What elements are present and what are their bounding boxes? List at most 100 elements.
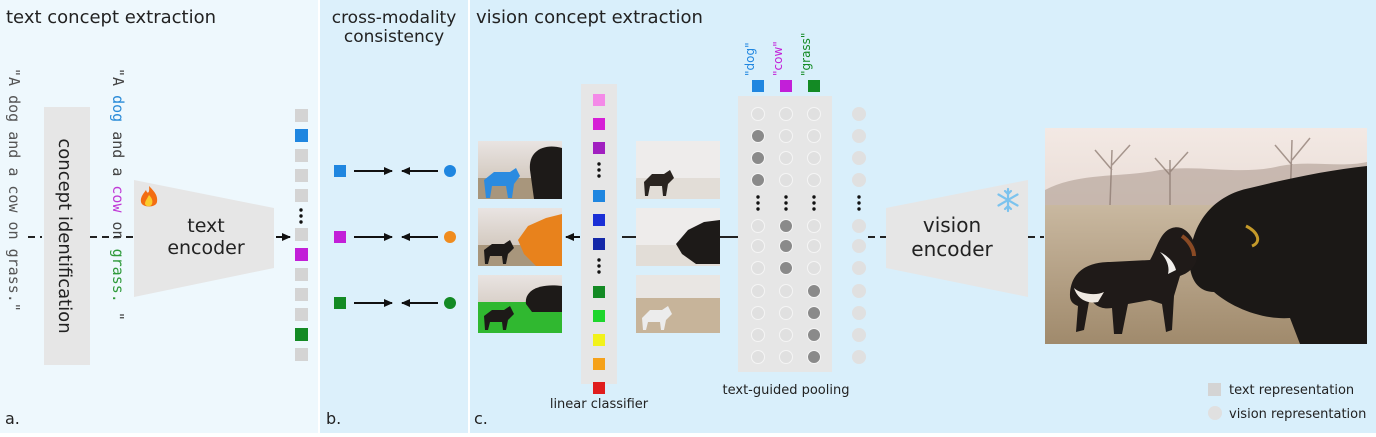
panel-a-letter: a. (5, 409, 20, 428)
classifier-cell-bottom-5 (593, 334, 605, 346)
pooling-cell-0-10 (751, 328, 765, 342)
pooling-cell-2-1 (807, 129, 821, 143)
attention-map-dog (636, 141, 720, 199)
vision-token-8 (852, 284, 866, 298)
caption-word-on: on (109, 222, 127, 240)
legend-vision-rep-swatch (1208, 406, 1222, 420)
pooling-cell-2-6 (807, 239, 821, 253)
vision-token-0 (852, 107, 866, 121)
consistency-text-token-1 (334, 231, 346, 243)
vision-token-2 (852, 151, 866, 165)
classifier-ellipsis-1-dot-1 (597, 168, 601, 172)
caption-word-dog: dog (109, 95, 127, 122)
text-encoder-label-line2: encoder (167, 237, 245, 259)
concept-label-1: "cow" (771, 41, 785, 76)
text-token-0 (295, 109, 308, 122)
caption-colored: "A dog and a cow on grass. " (109, 68, 127, 321)
panel-c-letter: c. (474, 409, 488, 428)
pooling-cell-1-3 (779, 173, 793, 187)
vision-token-column (852, 107, 866, 364)
pooling-cell-1-10 (779, 328, 793, 342)
consistency-text-token-0 (334, 165, 346, 177)
pooling-ellipsis-2-dot-0 (812, 195, 816, 199)
classifier-ellipsis-1-dot-2 (597, 174, 601, 178)
consistency-rows (334, 165, 456, 309)
legend-text-rep-swatch (1208, 383, 1221, 396)
consistency-vision-token-0 (444, 165, 456, 177)
segmentation-output-dog (478, 141, 562, 199)
pooling-cell-1-8 (779, 284, 793, 298)
pooling-cell-0-11 (751, 350, 765, 364)
pooling-ellipsis-0-dot-1 (756, 201, 760, 205)
vision-encoder-label-line1: vision (923, 213, 981, 237)
concept-identification-label: concept identification (54, 138, 75, 333)
pooling-cell-0-0 (751, 107, 765, 121)
panel-b-title-line1: cross-modality (332, 8, 457, 28)
caption-word-grass: grass. (109, 249, 127, 303)
text-token-ellipsis-dot-0 (299, 208, 303, 212)
text-encoder-block (134, 180, 274, 297)
vision-token-11 (852, 350, 866, 364)
text-token-1 (295, 129, 308, 142)
vision-token-9 (852, 306, 866, 320)
text-token-11 (295, 328, 308, 341)
pooling-cell-0-3 (751, 173, 765, 187)
pooling-cell-0-8 (751, 284, 765, 298)
caption-close: " (109, 312, 127, 321)
segmentation-output-cow (478, 208, 562, 266)
panel-b-letter: b. (326, 409, 341, 428)
pooling-cell-0-9 (751, 306, 765, 320)
pooling-cell-2-11 (807, 350, 821, 364)
text-token-ellipsis-dot-2 (299, 220, 303, 224)
text-token-4 (295, 189, 308, 202)
pooling-cell-1-7 (779, 261, 793, 275)
caption-plain: "A dog and a cow on grass." (5, 68, 23, 312)
input-photo-dog-and-cow (1045, 128, 1367, 344)
classifier-cell-bottom-4 (593, 310, 605, 322)
fire-icon (140, 186, 158, 207)
pooling-cell-2-8 (807, 284, 821, 298)
vision-token-5 (852, 219, 866, 233)
classifier-cell-top-2 (593, 142, 605, 154)
pooling-ellipsis-2-dot-1 (812, 201, 816, 205)
panel-a-title: text concept extraction (6, 7, 216, 28)
pooling-ellipsis-0-dot-0 (756, 195, 760, 199)
text-token-7 (295, 248, 308, 261)
text-encoder-label-line1: text (187, 215, 225, 237)
classifier-cell-bottom-0 (593, 190, 605, 202)
panel-b-title-line2: consistency (344, 27, 444, 47)
text-token-column (295, 109, 308, 361)
attention-map-grass (636, 275, 720, 333)
caption-word-a: a (109, 167, 127, 176)
pooling-cell-0-2 (751, 151, 765, 165)
pooling-cell-1-5 (779, 219, 793, 233)
legend-text-rep-label: text representation (1229, 383, 1354, 398)
text-token-12 (295, 348, 308, 361)
concept-swatch-0 (752, 80, 764, 92)
pooling-cell-1-9 (779, 306, 793, 320)
caption-word-cow: cow (109, 185, 127, 213)
vision-token-3 (852, 173, 866, 187)
segmentation-output-grass (478, 275, 562, 333)
pooling-cell-2-0 (807, 107, 821, 121)
caption-word-and: and (109, 131, 127, 158)
pooling-cell-1-0 (779, 107, 793, 121)
concept-swatch-1 (780, 80, 792, 92)
pooling-cell-2-2 (807, 151, 821, 165)
vision-encoder-label-line2: encoder (911, 237, 993, 261)
pooling-cell-2-10 (807, 328, 821, 342)
text-token-3 (295, 169, 308, 182)
concept-identification-block (44, 107, 90, 365)
pooling-ellipsis-0-dot-2 (756, 207, 760, 211)
text-token-6 (295, 228, 308, 241)
pooling-ellipsis-1-dot-2 (784, 207, 788, 211)
concept-label-0: "dog" (743, 42, 757, 76)
panel-b-background (320, 0, 468, 433)
pooling-cell-0-5 (751, 219, 765, 233)
classifier-cell-top-0 (593, 94, 605, 106)
pooling-grid (751, 107, 821, 364)
pooling-cell-0-7 (751, 261, 765, 275)
linear-classifier-cells (593, 94, 605, 394)
